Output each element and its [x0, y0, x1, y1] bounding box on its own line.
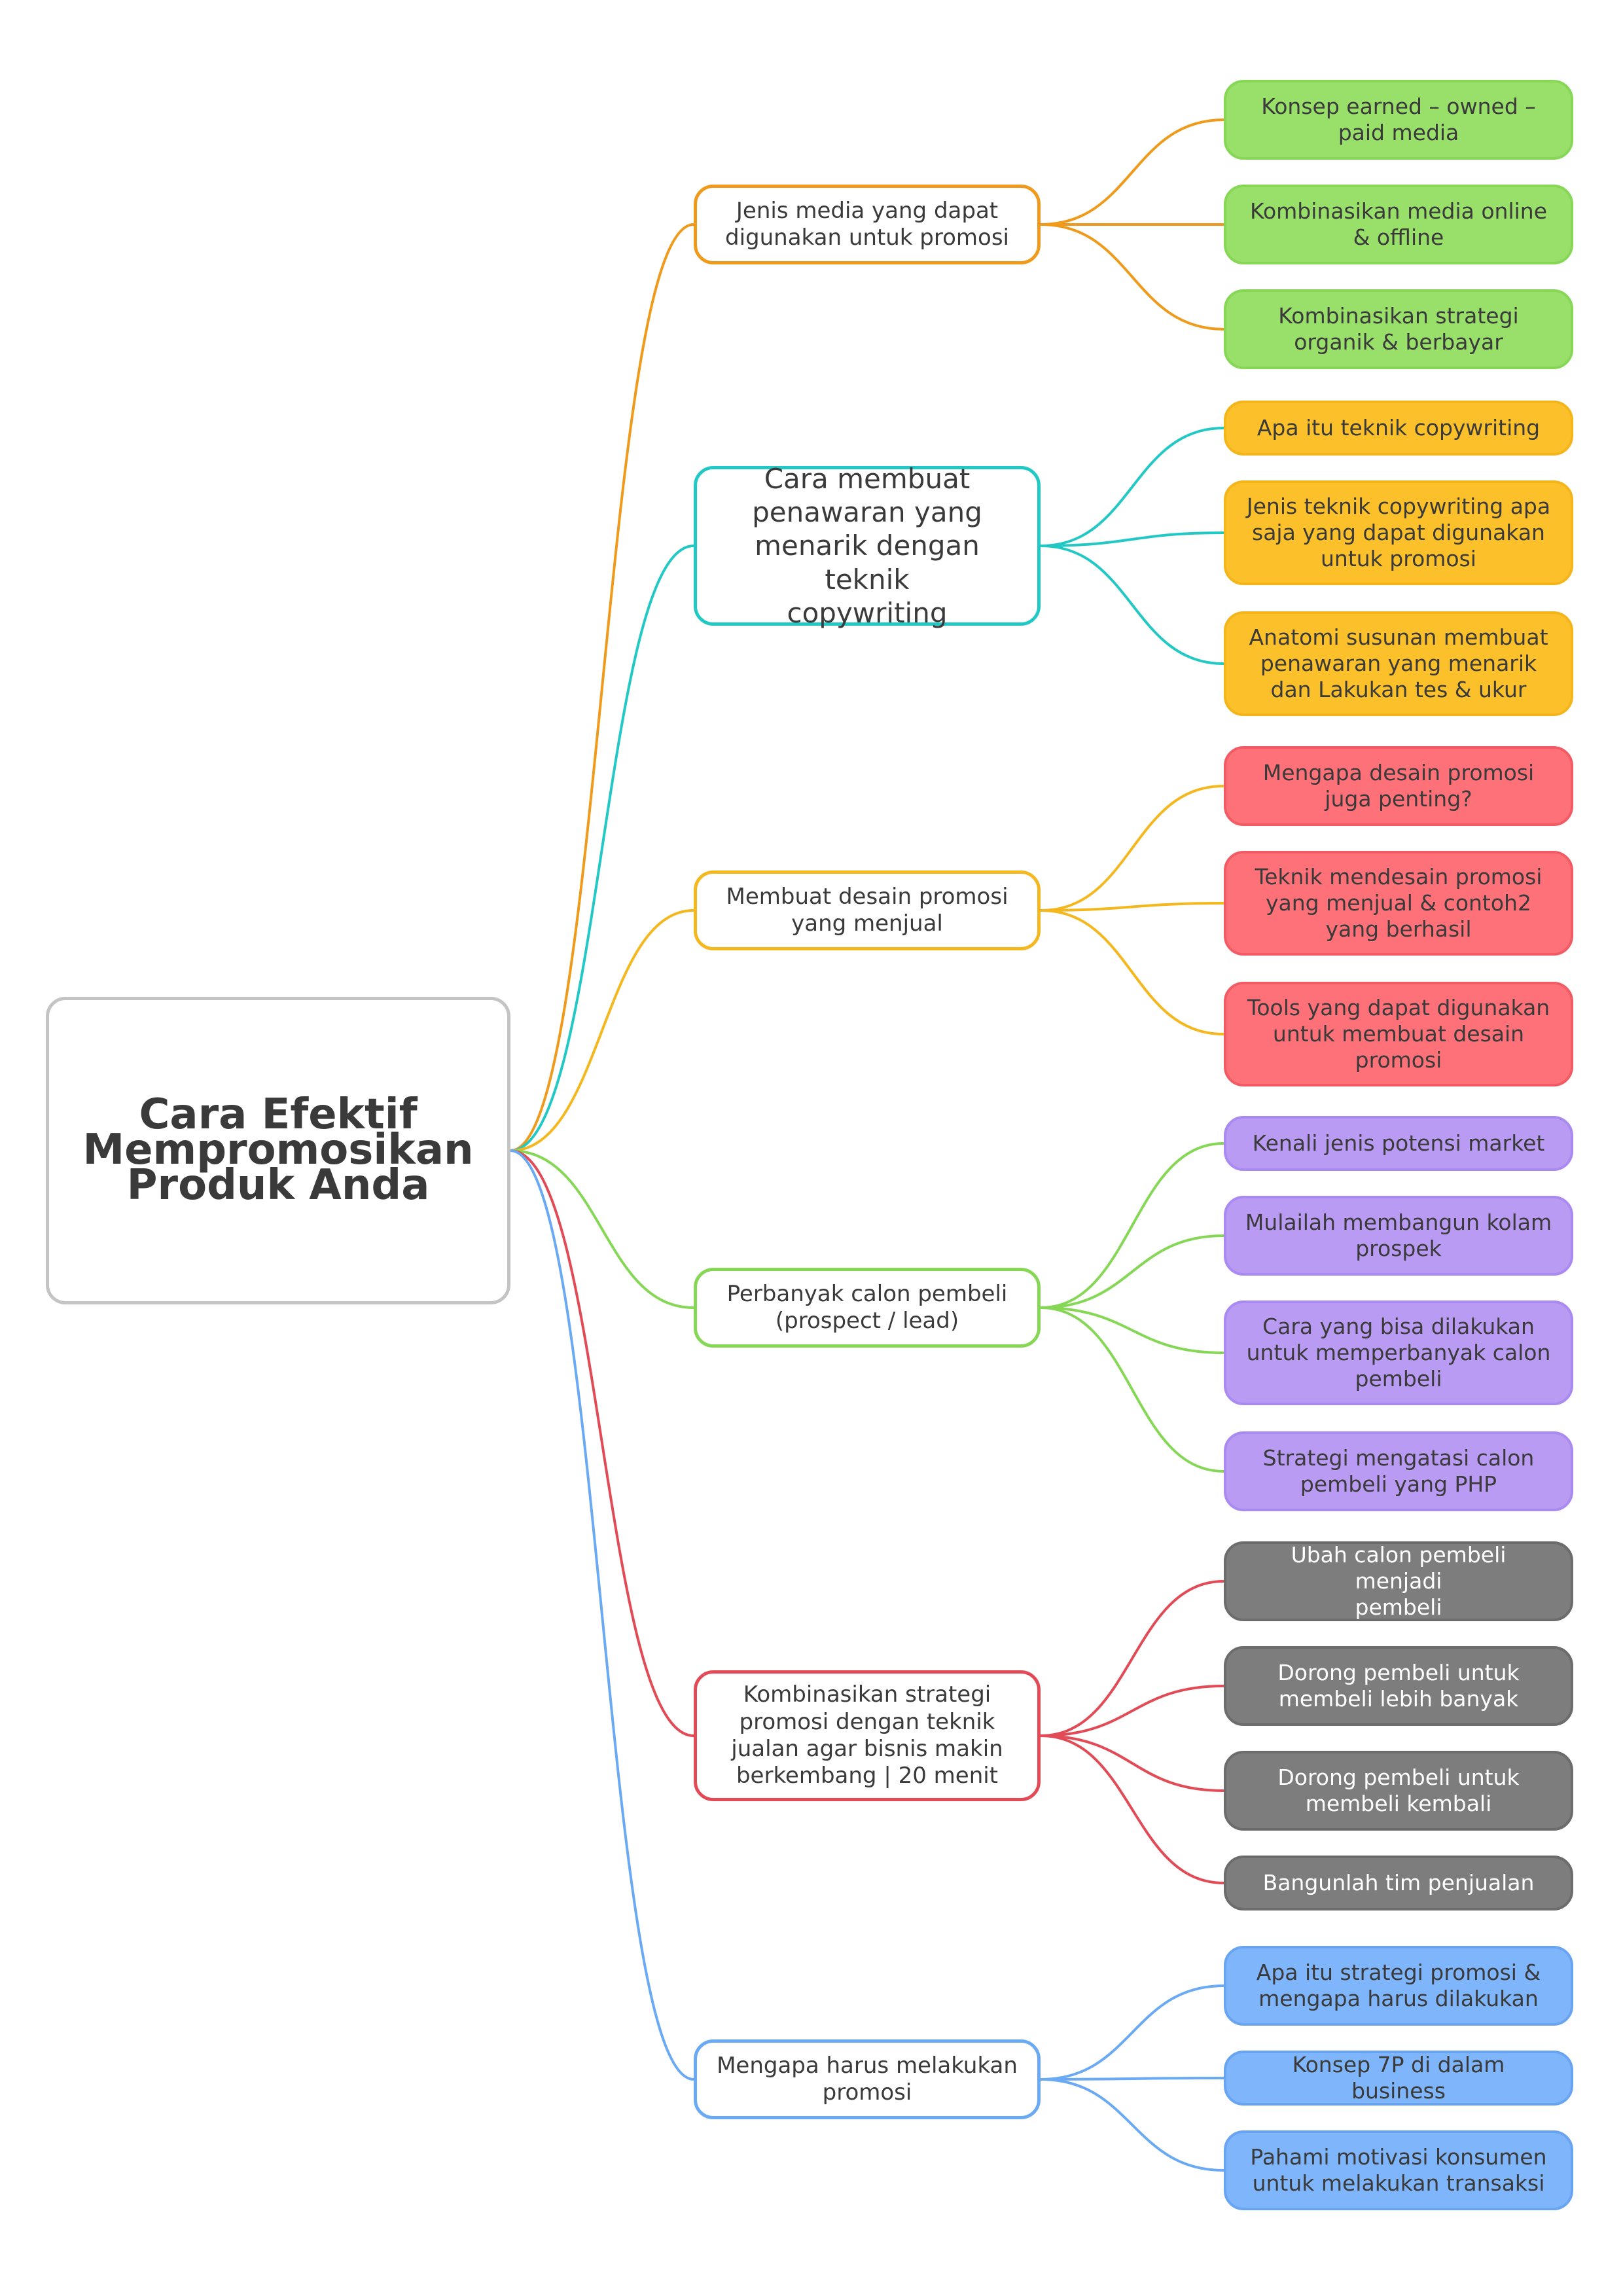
connector-branch-to-leaf — [1040, 531, 1224, 547]
branch-label: Mengapa harus melakukan promosi — [717, 2052, 1018, 2106]
branch-why-promote-node[interactable]: Mengapa harus melakukan promosi — [694, 2039, 1041, 2119]
leaf-node[interactable]: Mengapa desain promosi juga penting? — [1224, 746, 1573, 826]
connector-branch-to-leaf — [1040, 1685, 1224, 1737]
leaf-label: Anatomi susunan membuat penawaran yang m… — [1249, 624, 1548, 703]
leaf-node[interactable]: Kombinasikan strategi organik & berbayar — [1224, 289, 1573, 369]
leaf-label: Kenali jenis potensi market — [1252, 1130, 1545, 1156]
leaf-label: Konsep earned – owned – paid media — [1261, 93, 1536, 145]
connector-branch-to-leaf — [1040, 909, 1224, 1035]
connector-branch-to-leaf — [1040, 1734, 1224, 1884]
connector-branch-to-leaf — [1040, 2077, 1224, 2081]
leaf-node[interactable]: Apa itu teknik copywriting — [1224, 401, 1573, 456]
leaf-label: Mengapa desain promosi juga penting? — [1262, 759, 1535, 812]
leaf-node[interactable]: Dorong pembeli untuk membeli lebih banya… — [1224, 1646, 1573, 1726]
leaf-label: Dorong pembeli untuk membeli lebih banya… — [1277, 1659, 1520, 1712]
connector-root-to-branch — [510, 909, 694, 1152]
leaf-node[interactable]: Konsep earned – owned – paid media — [1224, 80, 1573, 160]
branch-label: Cara membuat penawaran yang menarik deng… — [752, 462, 982, 629]
connector-branch-to-leaf — [1040, 545, 1224, 665]
leaf-label: Konsep 7P di dalam business — [1292, 2051, 1505, 2104]
branch-label: Kombinasikan strategi promosi dengan tek… — [731, 1681, 1003, 1789]
connector-branch-to-leaf — [1040, 1306, 1224, 1473]
leaf-node[interactable]: Kenali jenis potensi market — [1224, 1116, 1573, 1171]
connector-root-to-branch — [510, 223, 694, 1152]
leaf-node[interactable]: Dorong pembeli untuk membeli kembali — [1224, 1751, 1573, 1831]
leaf-label: Ubah calon pembeli menjadi pembeli — [1291, 1541, 1507, 1621]
branch-label: Membuat desain promosi yang menjual — [726, 883, 1008, 937]
connector-branch-to-leaf — [1040, 427, 1224, 547]
root-title: Cara Efektif Mempromosikan Produk Anda — [82, 1090, 474, 1210]
connector-branch-to-leaf — [1040, 785, 1224, 912]
leaf-node[interactable]: Strategi mengatasi calon pembeli yang PH… — [1224, 1431, 1573, 1511]
leaf-node[interactable]: Tools yang dapat digunakan untuk membuat… — [1224, 982, 1573, 1086]
leaf-label: Mulailah membangun kolam prospek — [1245, 1209, 1552, 1261]
branch-label: Jenis media yang dapat digunakan untuk p… — [725, 197, 1009, 251]
connector-branch-to-leaf — [1040, 1580, 1224, 1737]
branch-label: Perbanyak calon pembeli (prospect / lead… — [726, 1280, 1008, 1334]
connector-root-to-branch — [510, 545, 694, 1152]
connector-root-to-branch — [510, 1149, 694, 2081]
connector-branch-to-leaf — [1040, 1984, 1224, 2081]
leaf-node[interactable]: Ubah calon pembeli menjadi pembeli — [1224, 1541, 1573, 1621]
leaf-node[interactable]: Anatomi susunan membuat penawaran yang m… — [1224, 611, 1573, 716]
root-node[interactable]: Cara Efektif Mempromosikan Produk Anda — [46, 997, 510, 1304]
connector-branch-to-leaf — [1040, 223, 1224, 331]
branch-prospect-node[interactable]: Perbanyak calon pembeli (prospect / lead… — [694, 1268, 1041, 1348]
connector-branch-to-leaf — [1040, 1142, 1224, 1309]
leaf-node[interactable]: Apa itu strategi promosi & mengapa harus… — [1224, 1946, 1573, 2026]
leaf-node[interactable]: Kombinasikan media online & offline — [1224, 185, 1573, 264]
leaf-label: Strategi mengatasi calon pembeli yang PH… — [1262, 1444, 1535, 1497]
leaf-node[interactable]: Konsep 7P di dalam business — [1224, 2051, 1573, 2106]
leaf-label: Pahami motivasi konsumen untuk melakukan… — [1250, 2144, 1547, 2196]
connector-root-to-branch — [510, 1149, 694, 1737]
connector-branch-to-leaf — [1040, 1234, 1224, 1309]
connector-branch-to-leaf — [1040, 1734, 1224, 1792]
connector-root-to-branch — [510, 1149, 694, 1309]
leaf-label: Dorong pembeli untuk membeli kembali — [1277, 1764, 1520, 1816]
branch-sales-node[interactable]: Kombinasikan strategi promosi dengan tek… — [694, 1670, 1041, 1801]
leaf-label: Apa itu strategi promosi & mengapa harus… — [1256, 1959, 1541, 2011]
leaf-label: Bangunlah tim penjualan — [1262, 1869, 1535, 1895]
branch-media-node[interactable]: Jenis media yang dapat digunakan untuk p… — [694, 185, 1041, 264]
leaf-label: Teknik mendesain promosi yang menjual & … — [1255, 863, 1543, 942]
leaf-label: Jenis teknik copywriting apa saja yang d… — [1246, 493, 1551, 572]
branch-design-node[interactable]: Membuat desain promosi yang menjual — [694, 870, 1041, 950]
leaf-label: Cara yang bisa dilakukan untuk memperban… — [1246, 1313, 1551, 1392]
leaf-node[interactable]: Mulailah membangun kolam prospek — [1224, 1196, 1573, 1276]
leaf-label: Kombinasikan strategi organik & berbayar — [1278, 302, 1519, 355]
branch-copywriting-node[interactable]: Cara membuat penawaran yang menarik deng… — [694, 463, 1041, 629]
leaf-node[interactable]: Cara yang bisa dilakukan untuk memperban… — [1224, 1300, 1573, 1405]
leaf-node[interactable]: Teknik mendesain promosi yang menjual & … — [1224, 851, 1573, 956]
leaf-label: Kombinasikan media online & offline — [1249, 198, 1548, 250]
connector-branch-to-leaf — [1040, 1306, 1224, 1354]
connector-branch-to-leaf — [1040, 118, 1224, 226]
leaf-node[interactable]: Pahami motivasi konsumen untuk melakukan… — [1224, 2130, 1573, 2210]
connector-branch-to-leaf — [1040, 902, 1224, 912]
connector-branch-to-leaf — [1040, 2078, 1224, 2172]
leaf-label: Apa itu teknik copywriting — [1257, 414, 1541, 440]
leaf-label: Tools yang dapat digunakan untuk membuat… — [1247, 994, 1550, 1073]
leaf-node[interactable]: Jenis teknik copywriting apa saja yang d… — [1224, 480, 1573, 585]
leaf-node[interactable]: Bangunlah tim penjualan — [1224, 1856, 1573, 1910]
